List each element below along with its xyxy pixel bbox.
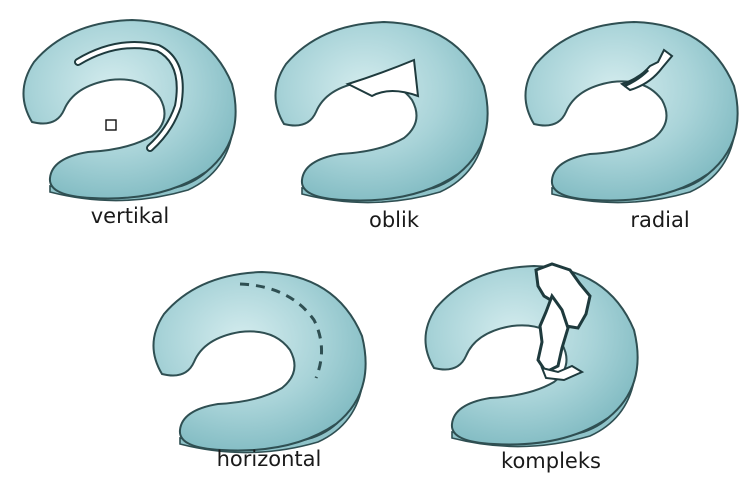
panel-vertical bbox=[23, 20, 235, 201]
panel-horizontal bbox=[153, 272, 365, 453]
label-oblique: oblik bbox=[369, 208, 419, 232]
label-vertical: vertikal bbox=[91, 204, 170, 228]
label-horizontal: horizontal bbox=[217, 447, 322, 471]
panel-complex bbox=[425, 264, 637, 447]
label-complex: kompleks bbox=[501, 449, 601, 473]
label-radial: radial bbox=[630, 208, 689, 232]
panel-radial bbox=[525, 22, 737, 203]
marker-square bbox=[106, 120, 116, 130]
panel-oblique bbox=[275, 22, 487, 203]
